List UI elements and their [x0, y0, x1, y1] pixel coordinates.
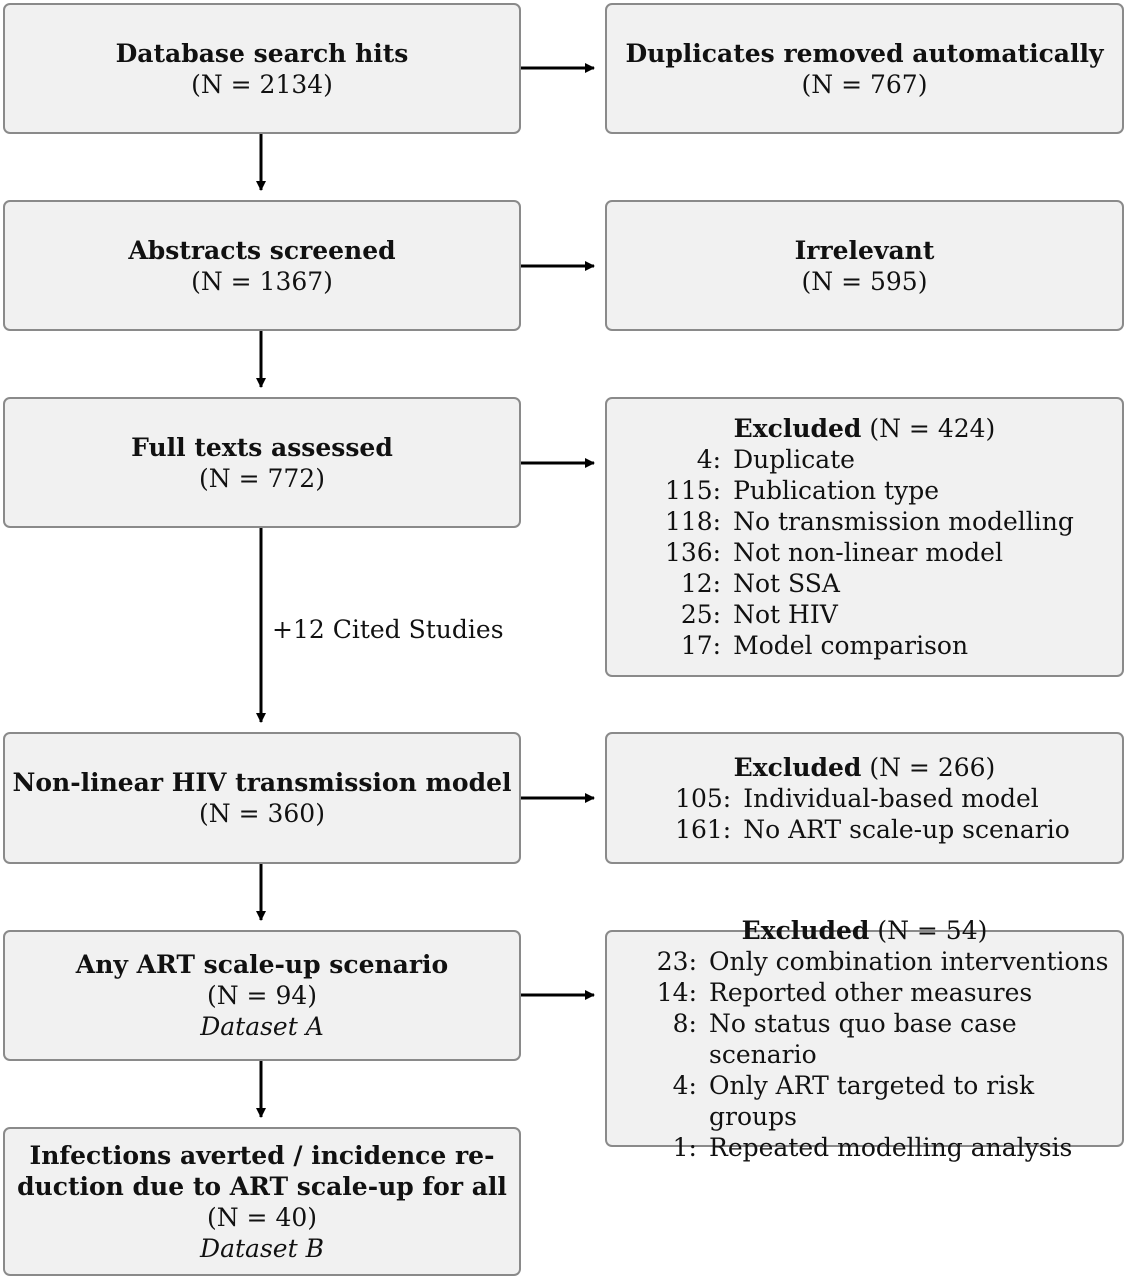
- box-excluded-fulltexts: Excluded (N = 424) 4: Duplicate 115: Publi…: [605, 397, 1124, 677]
- box-title: Irrelevant: [794, 235, 935, 265]
- excluded-reasons-list: 4: Duplicate 115: Publication type 118: No …: [651, 444, 1074, 661]
- box-excluded-art: Excluded (N = 54) 23: Only combination in…: [605, 916, 1124, 1162]
- cited-studies-label: +12 Cited Studies: [272, 615, 504, 644]
- box-title: Non-linear HIV transmission model: [12, 768, 512, 797]
- excluded-reasons-list: 23: Only combination interventions 14: Rep…: [627, 946, 1122, 1163]
- excluded-count: (N = 266): [869, 752, 996, 782]
- box-title: Duplicates removed automatically: [625, 38, 1104, 68]
- reason-count: 14:: [656, 977, 697, 1007]
- box-irrelevant: Irrelevant (N = 595): [605, 200, 1124, 331]
- box-art-scaleup: Any ART scale-up scenario (N = 94) Datas…: [3, 930, 521, 1061]
- box-count: (N = 772): [199, 463, 325, 493]
- excluded-label: Excluded: [733, 414, 862, 443]
- box-count: (N = 360): [199, 799, 325, 828]
- reason-count: 1:: [672, 1132, 697, 1162]
- box-title-line1: Infections averted / incidence re-: [29, 1140, 495, 1170]
- reason-text: Publication type: [733, 476, 940, 505]
- reason-count: 4:: [696, 445, 722, 474]
- excluded-heading: Excluded (N = 54): [742, 915, 988, 946]
- box-count: (N = 595): [801, 266, 928, 296]
- reason-text: No transmission modelling: [733, 507, 1074, 536]
- reason-text: Only ART targeted to risk groups: [709, 1070, 1035, 1131]
- box-duplicates-removed: Duplicates removed automatically (N = 76…: [605, 3, 1124, 134]
- reason-count: 8:: [672, 1008, 697, 1038]
- box-count: (N = 94): [206, 981, 318, 1010]
- box-count: (N = 2134): [191, 69, 333, 99]
- excluded-label: Excluded: [733, 752, 862, 782]
- reason-text: No ART scale-up scenario: [743, 814, 1070, 844]
- reason-count: 105:: [675, 783, 732, 813]
- reason-text: Repeated modelling analysis: [709, 1132, 1073, 1162]
- reason-count: 17:: [680, 631, 722, 660]
- box-database-search: Database search hits (N = 2134): [3, 3, 521, 134]
- box-dataset: Dataset B: [200, 1233, 324, 1263]
- box-title: Any ART scale-up scenario: [75, 950, 449, 979]
- box-title: Database search hits: [115, 38, 409, 68]
- reason-text: Individual-based model: [743, 783, 1039, 813]
- reason-count: 23:: [656, 946, 697, 976]
- excluded-count: (N = 424): [869, 414, 996, 443]
- box-excluded-model: Excluded (N = 266) 105: Individual-based …: [605, 732, 1124, 864]
- box-count: (N = 767): [801, 69, 928, 99]
- reason-count: 4:: [672, 1070, 697, 1100]
- reason-count: 12:: [680, 569, 722, 598]
- excluded-label: Excluded: [741, 915, 870, 945]
- box-dataset: Dataset A: [200, 1012, 324, 1041]
- box-infections-averted: Infections averted / incidence re- ducti…: [3, 1127, 521, 1276]
- box-title-line2: duction due to ART scale-up for all: [17, 1171, 507, 1201]
- reason-text: No status quo base case scenario: [709, 1008, 1017, 1069]
- box-full-texts: Full texts assessed (N = 772): [3, 397, 521, 528]
- excluded-reasons-list: 105: Individual-based model 161: No ART sc…: [661, 783, 1070, 845]
- box-count: (N = 40): [206, 1202, 318, 1232]
- reason-count: 25:: [680, 600, 722, 629]
- reason-text: Not HIV: [733, 600, 838, 629]
- box-abstracts-screened: Abstracts screened (N = 1367): [3, 200, 521, 331]
- reason-count: 115:: [664, 476, 722, 505]
- box-nonlinear-model: Non-linear HIV transmission model (N = 3…: [3, 732, 521, 864]
- excluded-heading: Excluded (N = 266): [734, 752, 996, 783]
- reason-text: Not non-linear model: [733, 538, 1003, 567]
- reason-count: 161:: [675, 814, 732, 844]
- reason-text: Only combination interventions: [709, 946, 1109, 976]
- reason-text: Model comparison: [733, 631, 969, 660]
- reason-text: Not SSA: [733, 569, 840, 598]
- box-title: Abstracts screened: [128, 235, 396, 265]
- reason-text: Duplicate: [733, 445, 855, 474]
- reason-text: Reported other measures: [709, 977, 1033, 1007]
- reason-count: 118:: [664, 507, 722, 536]
- excluded-heading: Excluded (N = 424): [734, 413, 996, 444]
- box-title: Full texts assessed: [131, 432, 393, 462]
- reason-count: 136:: [664, 538, 722, 567]
- excluded-count: (N = 54): [877, 915, 988, 945]
- box-count: (N = 1367): [191, 266, 333, 296]
